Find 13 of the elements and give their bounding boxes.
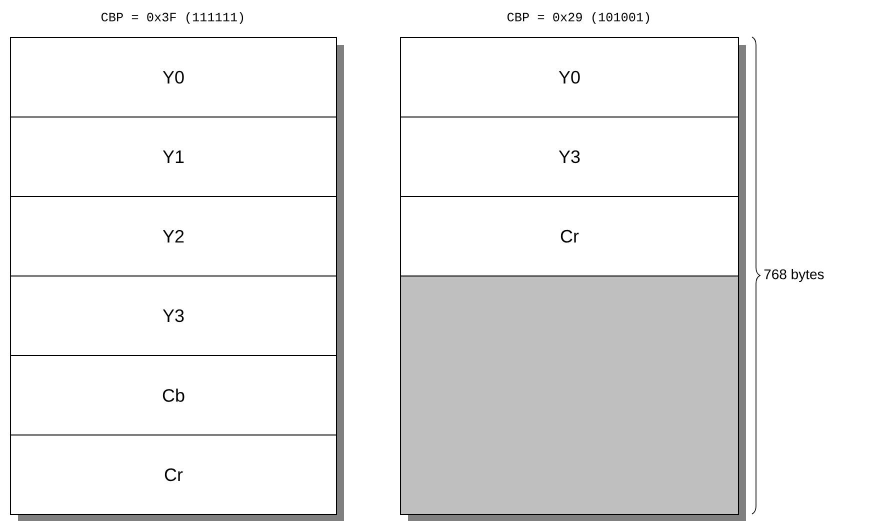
memory-cell: Cr: [10, 434, 337, 515]
memory-cell: Y2: [10, 196, 337, 276]
memory-cell: Y1: [10, 116, 337, 197]
memory-cell: Y3: [10, 276, 337, 356]
column-heading: CBP = 0x3F (111111): [102, 12, 244, 24]
memory-cell: Y3: [400, 116, 739, 197]
column-heading: CBP = 0x29 (101001): [507, 12, 650, 24]
memory-cell: Y0: [10, 37, 337, 118]
memory-cell: Y0: [400, 37, 739, 118]
size-label: 768 bytes: [764, 268, 824, 282]
memory-cell: Cb: [10, 355, 337, 436]
memory-cell: Cr: [400, 196, 739, 276]
empty-block: [400, 276, 739, 515]
